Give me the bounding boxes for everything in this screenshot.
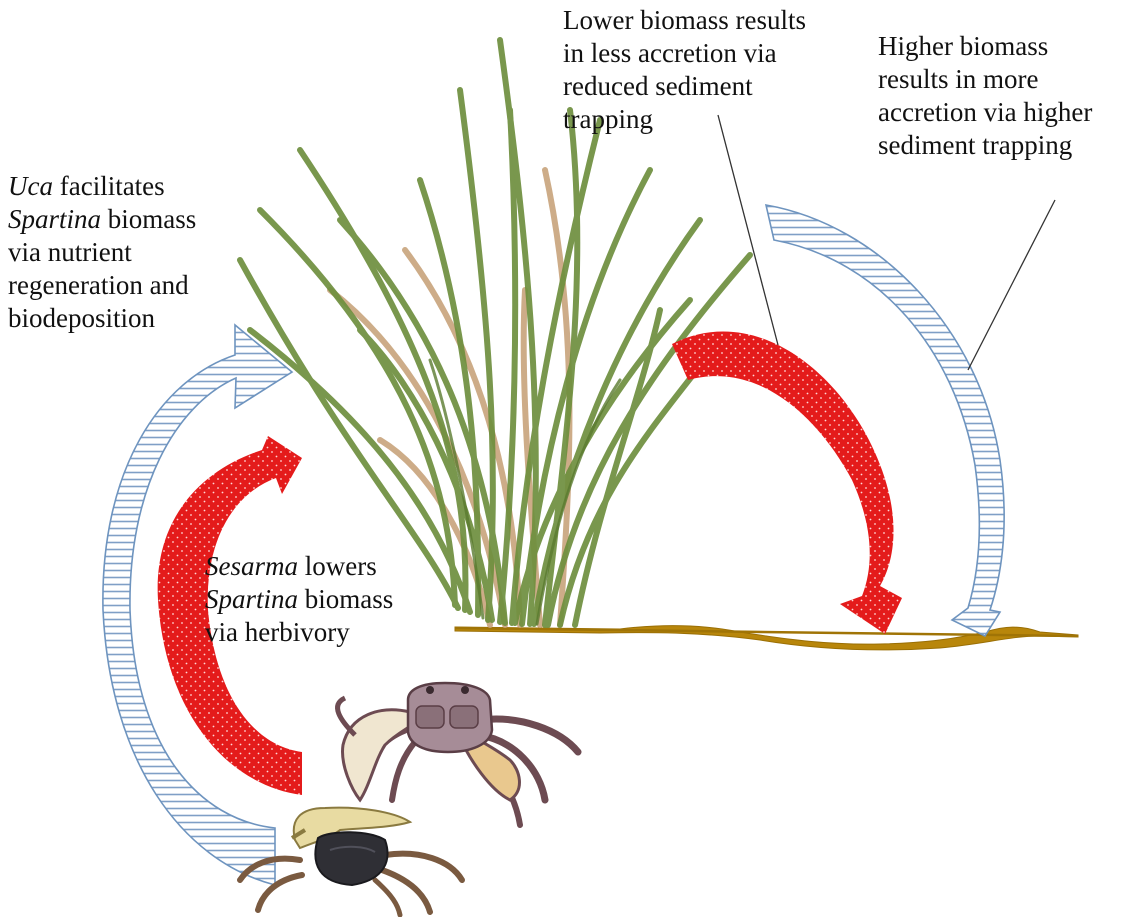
sesarma-herbivory-label: Sesarma lowers Spartina biomass via herb…	[205, 550, 393, 649]
spartina-genus-text: Spartina	[8, 204, 101, 234]
lower-label-leader	[718, 115, 778, 345]
higher-label-leader	[968, 200, 1055, 370]
spartina-genus-text: Spartina	[205, 584, 298, 614]
uca-facilitation-label: Uca facilitates Spartina biomass via nut…	[8, 170, 196, 335]
uca-fiddler-crab-icon	[240, 808, 462, 915]
sesarma-genus-text: Sesarma	[205, 551, 298, 581]
lower-biomass-label: Lower biomass results in less accretion …	[563, 4, 806, 136]
uca-genus-text: Uca	[8, 171, 53, 201]
higher-biomass-label: Higher biomass results in more accretion…	[878, 30, 1092, 162]
lower-accretion-arrow	[672, 332, 902, 634]
sesarma-crab-icon	[338, 683, 578, 825]
